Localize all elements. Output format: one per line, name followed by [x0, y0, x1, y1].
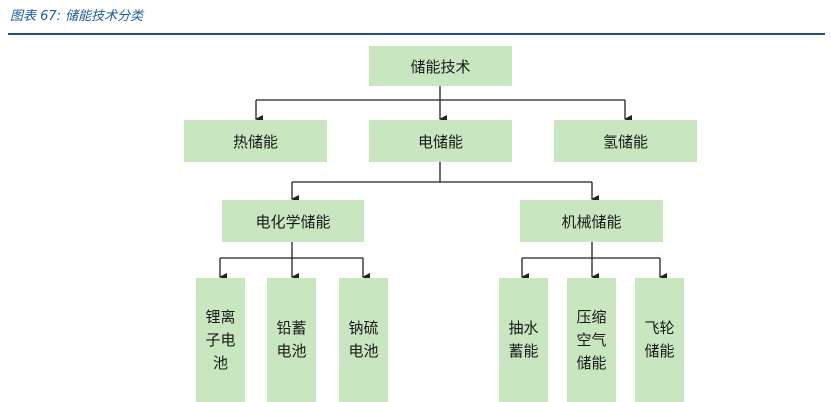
- caption-divider: [8, 33, 825, 35]
- node-pumped-hydro: 抽水蓄能: [499, 278, 548, 402]
- node-root: 储能技术: [369, 46, 512, 86]
- node-thermal-storage: 热储能: [184, 120, 327, 162]
- node-electrical-storage: 电储能: [369, 120, 512, 162]
- node-mechanical-storage: 机械储能: [520, 200, 663, 242]
- node-flywheel: 飞轮储能: [635, 278, 684, 402]
- node-lithium-ion-battery: 锂离子电池: [196, 278, 245, 402]
- node-lead-acid-battery: 铅蓄电池: [267, 278, 316, 402]
- node-sodium-sulfur-battery: 钠硫电池: [339, 278, 388, 402]
- node-hydrogen-storage: 氢储能: [554, 120, 697, 162]
- node-electrochemical-storage: 电化学储能: [222, 200, 364, 242]
- figure-caption: 图表 67: 储能技术分类: [10, 9, 144, 24]
- node-compressed-air: 压缩空气储能: [567, 278, 616, 402]
